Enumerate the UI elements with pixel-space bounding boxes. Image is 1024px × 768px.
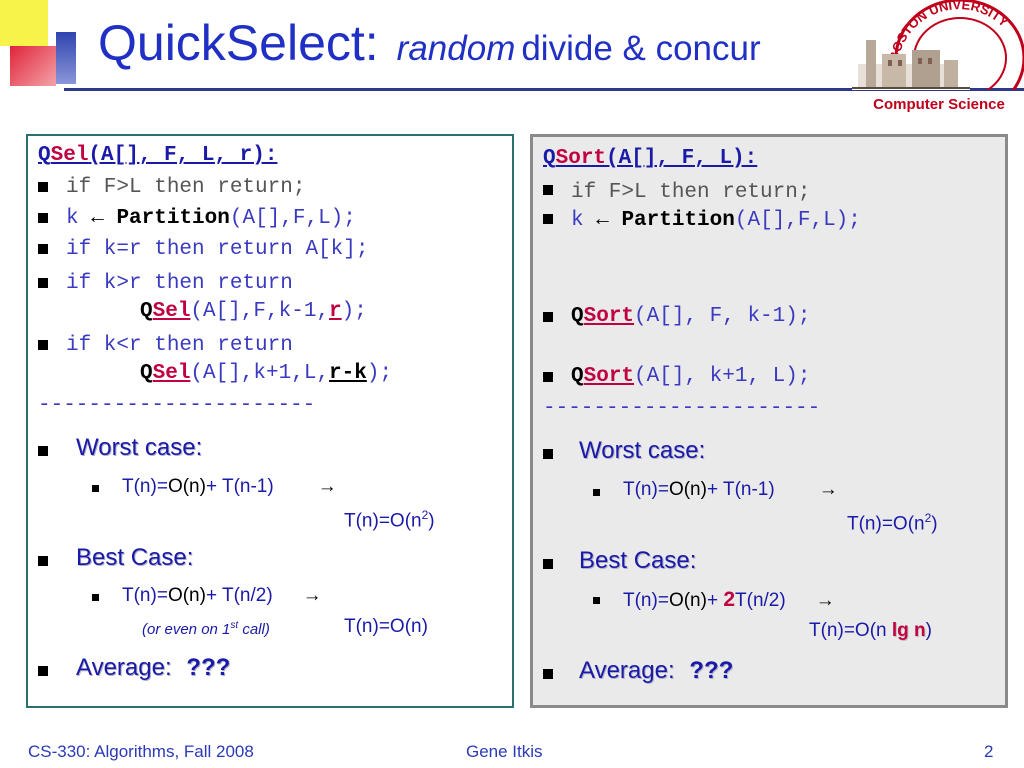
average-label: Average: ??? — [76, 654, 231, 681]
code-line: QSel(A[],k+1,L,r-k); — [140, 362, 393, 385]
bullet-icon — [543, 559, 553, 569]
bullet-icon — [543, 312, 553, 322]
code-line: if k<r then return — [66, 334, 293, 357]
qsel-signature: QSel(A[], F, L, r): — [38, 144, 278, 167]
arrow-left-icon: ← — [596, 209, 609, 232]
arrow-right-icon: → — [302, 585, 322, 606]
arrow-right-icon: → — [815, 590, 835, 611]
code-line: QSel(A[],F,k-1,r); — [140, 300, 367, 323]
sub-bullet-icon — [92, 594, 99, 601]
worst-case-label: Worst case: — [76, 434, 203, 461]
bullet-icon — [543, 372, 553, 382]
department-label: Computer Science — [873, 96, 1005, 113]
bullet-icon — [38, 244, 48, 254]
arrow-right-icon: → — [317, 476, 337, 497]
code-line: k ← Partition(A[],F,L); — [571, 209, 861, 232]
code-line: if F>L then return; — [571, 181, 811, 204]
worst-case-label: Worst case: — [579, 437, 706, 464]
divider: ---------------------- — [543, 397, 821, 420]
quickselect-panel: QSel(A[], F, L, r): if F>L then return; … — [26, 134, 514, 708]
bullet-icon — [38, 278, 48, 288]
decor-yellow-block — [0, 0, 48, 46]
bullet-icon — [543, 185, 553, 195]
boston-university-seal-logo: BOSTON UNIVERSITY — [852, 0, 1024, 90]
bullet-icon — [38, 666, 48, 676]
arrow-right-icon: → — [818, 479, 838, 500]
code-line: QSort(A[], k+1, L); — [571, 365, 811, 388]
code-line: k ← Partition(A[],F,L); — [66, 207, 356, 230]
footer-page-number: 2 — [984, 742, 994, 761]
worst-case-result: T(n)=O(n2) — [847, 511, 938, 535]
best-case-equation: T(n)=O(n)+ T(n/2)→ — [122, 585, 322, 606]
worst-case-result: T(n)=O(n2) — [344, 508, 435, 532]
bullet-icon — [38, 182, 48, 192]
best-case-label: Best Case: — [76, 544, 194, 571]
footer-course: CS-330: Algorithms, Fall 2008 — [28, 742, 254, 761]
worst-case-equation: T(n)=O(n)+ T(n-1)→ — [122, 476, 337, 497]
bullet-icon — [38, 446, 48, 456]
arrow-left-icon: ← — [91, 207, 104, 230]
decor-red-block — [10, 46, 56, 86]
average-label: Average: ??? — [579, 657, 734, 684]
bullet-icon — [543, 214, 553, 224]
bullet-icon — [38, 340, 48, 350]
quicksort-panel: QSort(A[], F, L): if F>L then return; k … — [530, 134, 1008, 708]
best-case-note: (or even on 1st call) — [142, 620, 270, 638]
footer-author: Gene Itkis — [466, 742, 543, 761]
average-value: ??? — [186, 654, 231, 681]
sub-bullet-icon — [593, 489, 600, 496]
sub-bullet-icon — [593, 597, 600, 604]
bullet-icon — [38, 556, 48, 566]
worst-case-equation: T(n)=O(n)+ T(n-1)→ — [623, 479, 838, 500]
divider: ---------------------- — [38, 394, 316, 417]
best-case-equation: T(n)=O(n)+ 2T(n/2)→ — [623, 588, 835, 611]
code-line: if k>r then return — [66, 272, 293, 295]
decor-blue-block — [56, 32, 76, 84]
bullet-icon — [543, 449, 553, 459]
sub-bullet-icon — [92, 485, 99, 492]
best-case-result: T(n)=O(n) — [344, 616, 428, 637]
title-rule — [64, 88, 1024, 91]
bullet-icon — [543, 669, 553, 679]
average-value: ??? — [689, 657, 734, 684]
title-main: QuickSelect: — [98, 15, 379, 71]
title-rest: divide & concur — [521, 29, 761, 68]
code-line: QSort(A[], F, k-1); — [571, 305, 811, 328]
bullet-icon — [38, 213, 48, 223]
qsort-signature: QSort(A[], F, L): — [543, 147, 758, 170]
code-line: if F>L then return; — [66, 176, 306, 199]
best-case-result: T(n)=O(n lg n) — [809, 620, 932, 641]
code-line: if k=r then return A[k]; — [66, 238, 369, 261]
title-italic: random — [396, 29, 516, 68]
best-case-label: Best Case: — [579, 547, 697, 574]
